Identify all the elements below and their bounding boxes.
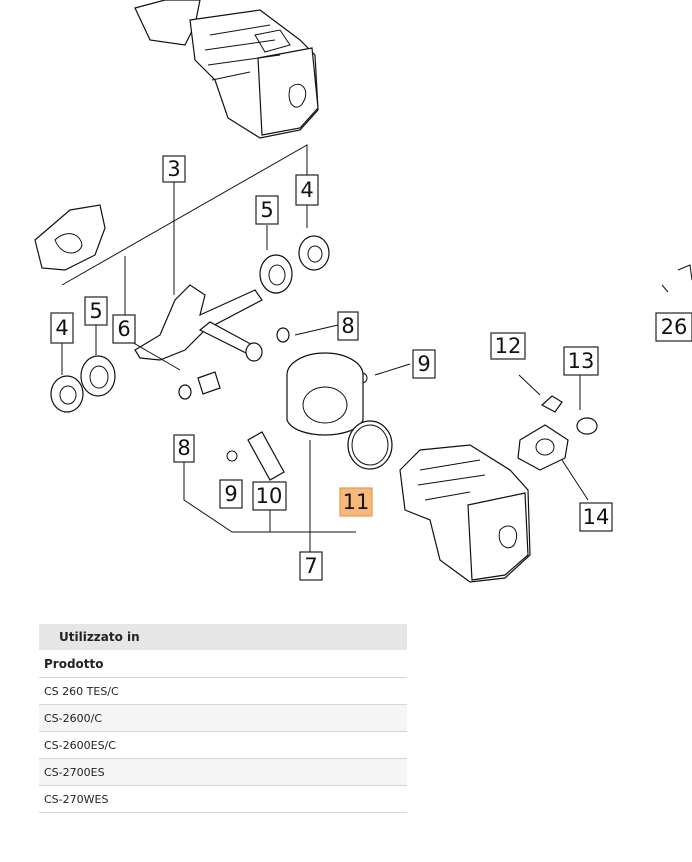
table-row: CS-2600/C	[39, 704, 407, 732]
bearing-right	[259, 254, 293, 294]
svg-text:6: 6	[117, 317, 130, 341]
intake-flange-drawing	[517, 424, 569, 471]
callout-4[interactable]: 4	[50, 312, 74, 344]
cylinder-drawing-bottom	[399, 444, 531, 583]
svg-text:5: 5	[89, 299, 102, 323]
table-row: CS-270WES	[39, 785, 407, 813]
product-cell[interactable]: CS-2700ES	[39, 758, 407, 786]
svg-text:3: 3	[167, 157, 180, 181]
svg-text:12: 12	[495, 334, 522, 358]
exploded-parts-diagram: 3 4 5 4 5 6 8 9 12 13 26 8 9 10 11 7 14	[34, 0, 692, 583]
svg-text:26: 26	[661, 315, 688, 339]
product-column-header: Prodotto	[39, 650, 407, 678]
callout-5[interactable]: 5	[84, 296, 108, 326]
callout-3[interactable]: 3	[162, 155, 186, 183]
table-row: CS 260 TES/C	[39, 677, 407, 705]
svg-text:4: 4	[300, 178, 313, 202]
svg-text:9: 9	[224, 482, 237, 506]
washer-left	[178, 384, 192, 400]
oil-seal-left	[50, 375, 84, 413]
used-in-table: Utilizzato in Prodotto CS 260 TES/C CS-2…	[39, 624, 407, 813]
product-cell[interactable]: CS-270WES	[39, 785, 407, 813]
piston-pin	[247, 431, 285, 481]
cylinder-drawing-top	[134, 0, 319, 139]
piston-ring	[347, 420, 393, 470]
screw	[540, 395, 563, 413]
callout-10[interactable]: 10	[252, 481, 287, 511]
svg-text:13: 13	[568, 349, 595, 373]
crankshaft-drawing	[134, 284, 263, 362]
crankcase-half-drawing	[34, 204, 106, 271]
callout-6[interactable]: 6	[112, 314, 136, 344]
callout-9[interactable]: 9	[219, 479, 243, 509]
callout-12[interactable]: 12	[490, 332, 526, 360]
circlip-bottom	[226, 450, 238, 462]
callout-8[interactable]: 8	[173, 434, 195, 463]
product-cell[interactable]: CS-2600ES/C	[39, 731, 407, 759]
product-cell[interactable]: CS 260 TES/C	[39, 677, 407, 705]
svg-text:4: 4	[55, 316, 68, 340]
svg-text:11: 11	[343, 490, 370, 514]
svg-text:7: 7	[304, 554, 317, 578]
piston-pin-bushing	[197, 371, 221, 395]
oil-seal-right	[298, 235, 330, 271]
svg-text:5: 5	[260, 198, 273, 222]
svg-text:8: 8	[177, 436, 190, 460]
callout-5[interactable]: 5	[255, 195, 279, 225]
callout-7[interactable]: 7	[299, 551, 323, 581]
callout-26[interactable]: 26	[655, 312, 692, 342]
svg-text:10: 10	[256, 484, 283, 508]
svg-text:9: 9	[417, 352, 430, 376]
svg-text:8: 8	[341, 314, 354, 338]
part-26-drawing	[661, 264, 692, 293]
table-row: CS-2600ES/C	[39, 731, 407, 759]
table-row: CS-2700ES	[39, 758, 407, 786]
callout-9[interactable]: 9	[412, 349, 436, 379]
spacer	[576, 417, 598, 435]
bearing-left	[80, 355, 116, 397]
svg-text:14: 14	[583, 505, 610, 529]
needle-bearing	[276, 327, 290, 343]
product-cell[interactable]: CS-2600/C	[39, 704, 407, 732]
callout-8[interactable]: 8	[337, 311, 359, 341]
callout-14[interactable]: 14	[579, 502, 613, 532]
callout-11-highlighted[interactable]: 11	[339, 487, 373, 517]
piston-drawing	[286, 352, 364, 436]
callout-13[interactable]: 13	[563, 346, 599, 376]
callout-4[interactable]: 4	[295, 174, 319, 206]
used-in-section-title: Utilizzato in	[39, 624, 407, 650]
